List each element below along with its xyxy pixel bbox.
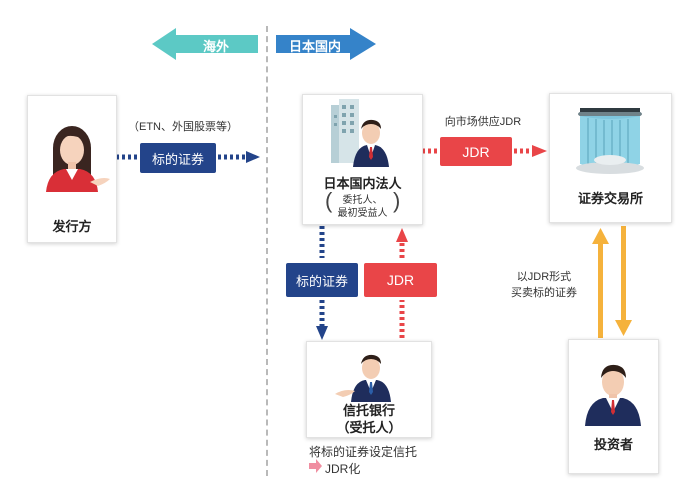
overseas-arrow-shape [152,28,258,60]
securities-note: （ETN、外国股票等） [128,121,238,133]
trade-down-arrowhead [615,320,632,336]
trust-setup-note-line1: 将标的证券设定信托 [309,445,418,459]
jdr-exchange-arrowhead [532,145,547,157]
stock-exchange-building-icon [576,108,644,174]
trust-bank-card: 信托银行 （受托人） [306,341,432,438]
trade-up-arrow-shaft [598,242,603,338]
underlying-securities-box-domestic: 标的证券 [286,263,358,297]
market-supply-note: 向市场供应JDR [444,116,522,128]
exchange-label: 证券交易所 [577,191,643,206]
underlying-securities-box-overseas: 标的证券 [140,143,216,173]
investor-card: 投资者 [568,339,659,474]
region-divider [266,26,268,476]
trust-setup-note-line2: JDR化 [325,462,361,476]
banker-icon [335,354,391,402]
jdr-box-bank: JDR [364,263,437,297]
overseas-label: 海外 [202,39,229,54]
investor-label: 投资者 [593,437,633,452]
securities-arrowhead [246,151,260,163]
trust-bank-label-line1: 信托银行 [342,403,395,418]
jdr-box-market: JDR [440,137,512,166]
corp-up-arrowhead [396,228,408,242]
trade-down-arrow-shaft [621,226,626,322]
corp-sub-paren-left: ( [325,188,333,213]
domestic-corp-card: 日本国内法人 ( ) 委托人、 最初受益人 [302,94,423,225]
businesswoman-icon [46,126,110,192]
exchange-card: 证券交易所 [549,93,672,223]
bank-down-arrowhead [316,326,328,340]
domestic-arrow-shape [276,28,376,60]
domestic-corp-label: 日本国内法人 [323,176,402,191]
domestic-label: 日本国内 [288,39,341,54]
issuer-label: 发行方 [52,219,92,234]
building-businessman-icon [331,99,389,167]
corp-sub-line1: 委托人、 [342,195,383,206]
corp-sub-paren-right: ) [393,188,401,213]
corp-sub-line2: 最初受益人 [337,208,388,219]
issuer-card: 发行方 [27,95,117,243]
jdr-conversion-arrow-icon [309,459,322,473]
trade-up-arrowhead [592,228,609,244]
trust-bank-label-line2: （受托人） [336,420,402,435]
investor-businessman-icon [585,364,641,426]
trade-note-line2: 买卖标的证券 [511,287,577,299]
trade-note-line1: 以JDR形式 [516,271,572,283]
